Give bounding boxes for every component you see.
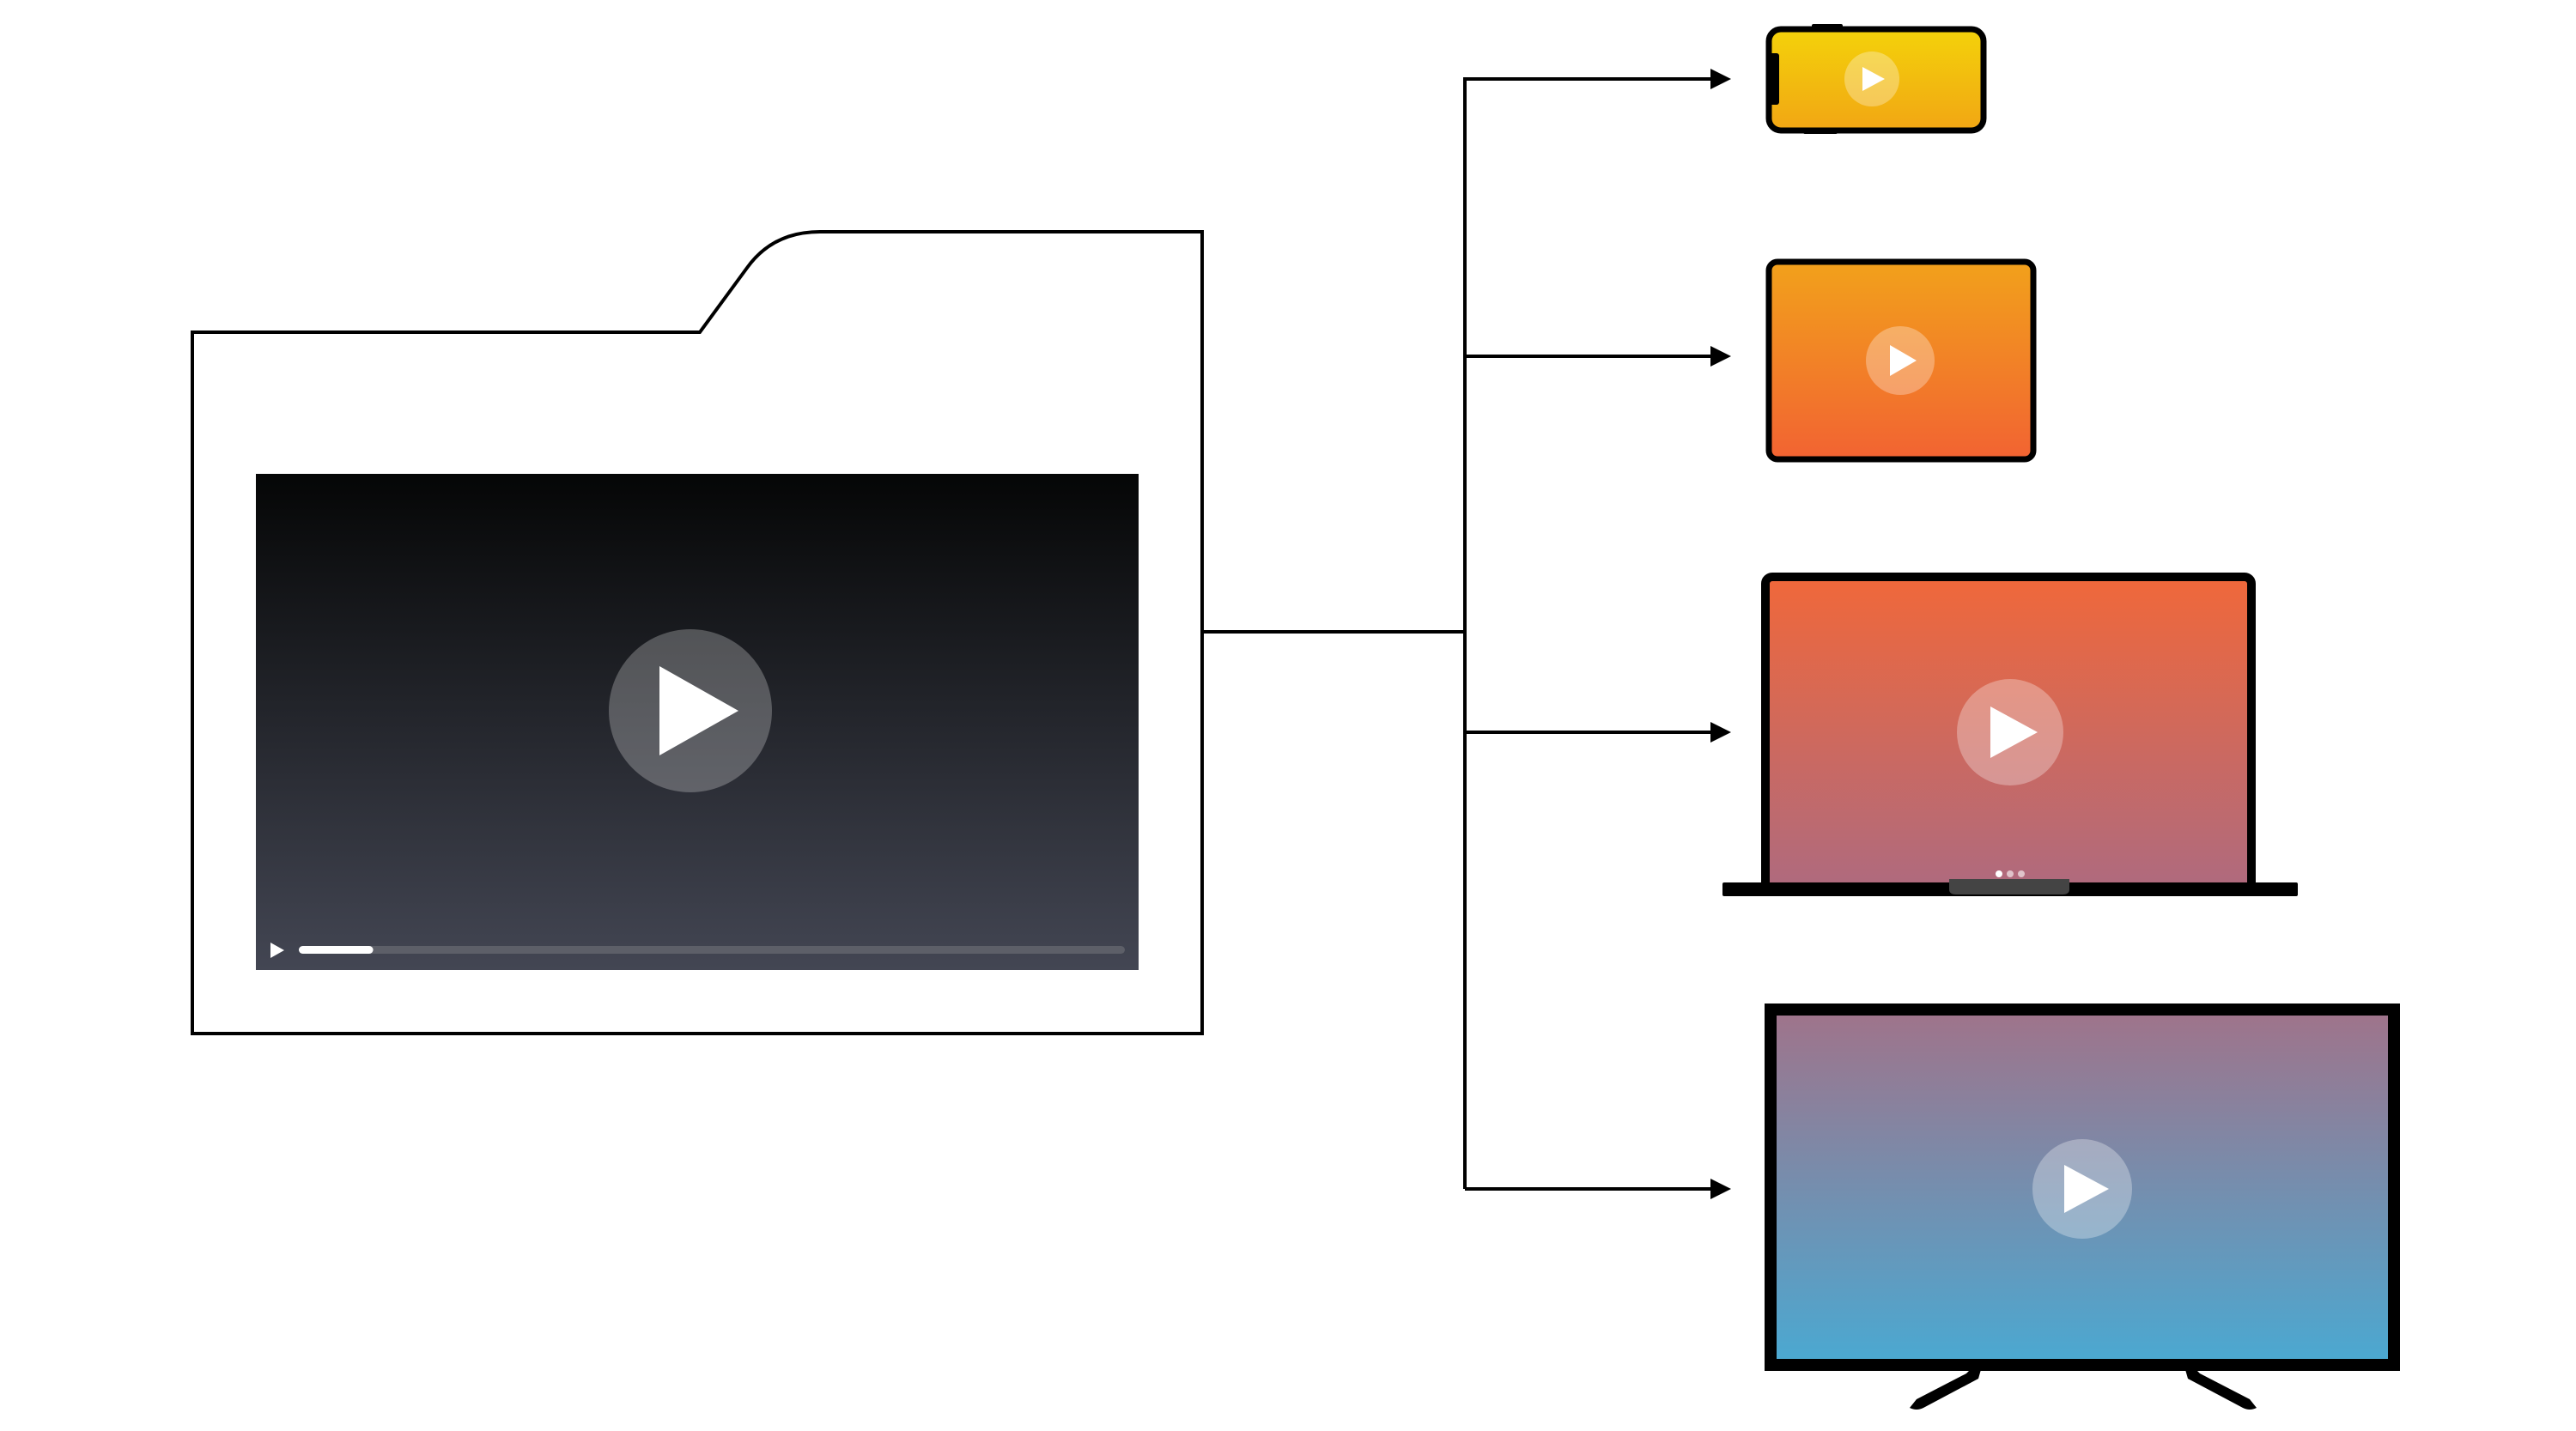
- arrowheads: [1710, 69, 1731, 1199]
- play-icon[interactable]: [1890, 345, 1917, 376]
- laptop-indicator-dot: [2018, 870, 2025, 877]
- device-tablet: [1765, 258, 2037, 463]
- device-tv: [1765, 1004, 2400, 1410]
- arrowhead-phone: [1710, 69, 1731, 89]
- laptop-indicator-dot: [2007, 870, 2014, 877]
- play-icon[interactable]: [1862, 67, 1885, 91]
- progress-track[interactable]: [299, 946, 1125, 954]
- source-folder: [191, 230, 1204, 1035]
- tv-stand-right: [2184, 1367, 2257, 1410]
- laptop-trackpad-notch: [1949, 879, 2069, 894]
- play-icon[interactable]: [1990, 706, 2038, 758]
- progress-fill[interactable]: [299, 946, 374, 954]
- laptop-indicator-dot: [1996, 870, 2002, 877]
- arrowhead-tablet: [1710, 346, 1731, 367]
- device-phone: [1765, 24, 1987, 134]
- connector-lines: [1202, 77, 1713, 1191]
- tv-stand-left: [1910, 1367, 1982, 1410]
- arrowhead-laptop: [1710, 722, 1731, 743]
- device-laptop: [1722, 573, 2298, 896]
- play-icon[interactable]: [659, 666, 738, 755]
- play-icon[interactable]: [2064, 1165, 2109, 1213]
- small-play-icon[interactable]: [270, 943, 284, 958]
- arrowhead-tv: [1710, 1179, 1731, 1199]
- phone-camera-notch: [1769, 53, 1779, 105]
- source-video-player: [256, 474, 1139, 970]
